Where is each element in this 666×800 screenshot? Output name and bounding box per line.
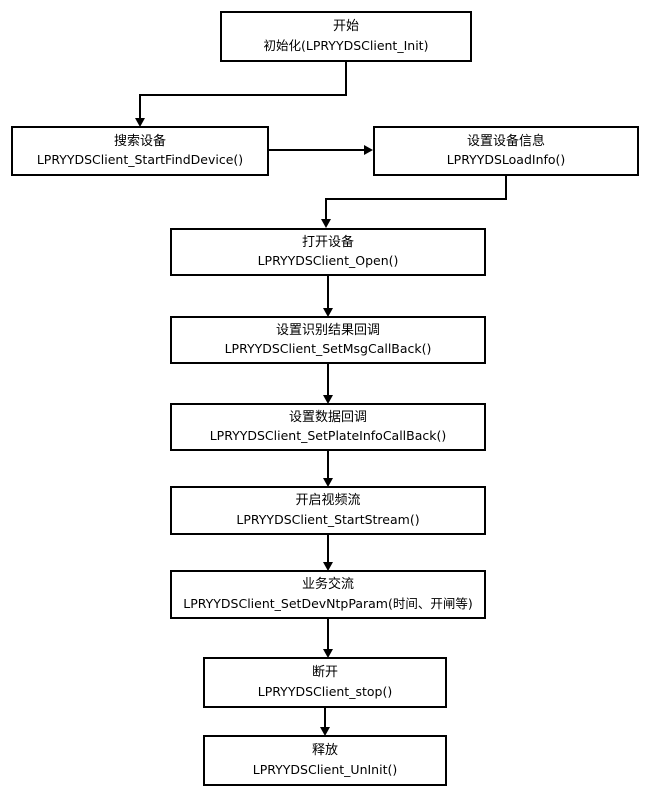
- arrowhead: [323, 308, 333, 317]
- arrowhead: [323, 478, 333, 487]
- arrowhead: [320, 727, 330, 736]
- arrowhead: [135, 118, 145, 127]
- node-function: LPRYYDSClient_stop(): [257, 683, 393, 699]
- node-find-device: 搜索设备 LPRYYDSClient_StartFindDevice(): [11, 126, 269, 176]
- node-function: 初始化(LPRYYDSClient_Init): [263, 37, 429, 53]
- node-msg-callback: 设置识别结果回调 LPRYYDSClient_SetMsgCallBack(): [170, 316, 486, 364]
- node-function: LPRYYDSLoadInfo(): [446, 152, 566, 168]
- arrowhead: [321, 219, 331, 228]
- node-title: 释放: [311, 743, 338, 759]
- node-title: 设置设备信息: [466, 133, 545, 149]
- node-function: LPRYYDSClient_UnInit(): [252, 761, 398, 777]
- node-title: 业务交流: [301, 577, 354, 593]
- node-function: LPRYYDSClient_StartStream(): [236, 511, 420, 527]
- node-function: LPRYYDSClient_SetDevNtpParam(时间、开闸等): [183, 595, 473, 611]
- node-title: 开启视频流: [295, 493, 361, 509]
- node-start: 开始 初始化(LPRYYDSClient_Init): [220, 11, 472, 62]
- node-title: 设置识别结果回调: [275, 322, 380, 338]
- node-open-device: 打开设备 LPRYYDSClient_Open(): [170, 228, 486, 276]
- arrowhead: [364, 145, 373, 155]
- node-load-info: 设置设备信息 LPRYYDSLoadInfo(): [373, 126, 639, 176]
- node-stop: 断开 LPRYYDSClient_stop(): [203, 657, 447, 708]
- node-title: 搜索设备: [113, 133, 166, 149]
- node-function: LPRYYDSClient_SetMsgCallBack(): [224, 341, 432, 357]
- edge-loadinfo-to-open: [325, 176, 507, 219]
- node-plate-callback: 设置数据回调 LPRYYDSClient_SetPlateInfoCallBac…: [170, 403, 486, 451]
- arrowhead: [323, 562, 333, 571]
- node-release: 释放 LPRYYDSClient_UnInit(): [203, 735, 447, 786]
- edge-start-to-find: [139, 62, 347, 118]
- node-function: LPRYYDSClient_SetPlateInfoCallBack(): [209, 428, 447, 444]
- arrowhead: [323, 649, 333, 658]
- node-business: 业务交流 LPRYYDSClient_SetDevNtpParam(时间、开闸等…: [170, 570, 486, 619]
- node-function: LPRYYDSClient_Open(): [257, 253, 399, 269]
- node-title: 断开: [311, 665, 338, 681]
- node-title: 打开设备: [301, 234, 354, 250]
- node-title: 开始: [332, 19, 359, 35]
- arrowhead: [323, 395, 333, 404]
- node-function: LPRYYDSClient_StartFindDevice(): [36, 152, 244, 168]
- node-start-stream: 开启视频流 LPRYYDSClient_StartStream(): [170, 486, 486, 535]
- node-title: 设置数据回调: [288, 409, 367, 425]
